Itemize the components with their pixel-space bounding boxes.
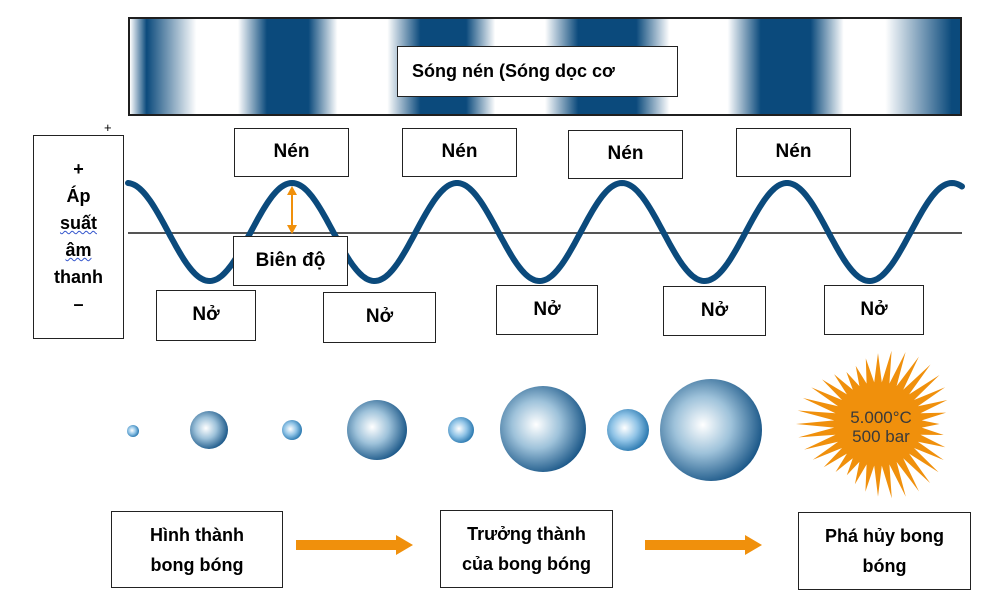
plus-mark: + (104, 120, 112, 135)
stage-arrow-1 (296, 535, 413, 555)
bubble-6 (500, 386, 586, 472)
bubble-8 (660, 379, 762, 481)
axis-plus-sign: + (73, 159, 84, 179)
rarefaction-label-1: Nở (156, 290, 256, 341)
amplitude-arrow (287, 186, 297, 234)
pressure-axis-label-box: + Áp suất âm thanh – (33, 135, 124, 339)
pressure-sine-wave (125, 179, 965, 285)
collapse-burst-shape (796, 350, 948, 499)
compression-label-1: Nén (234, 128, 349, 177)
stage-formation-box: Hình thành bong bóng (111, 511, 283, 588)
rarefaction-label-4: Nở (663, 286, 766, 336)
stage-growth-line1: Trưởng thành (467, 524, 586, 544)
burst-pressure: 500 bar (852, 427, 910, 446)
axis-label-line2: suất (59, 213, 97, 233)
burst-temperature: 5.000°C (850, 408, 912, 427)
compression-label-3: Nén (568, 130, 683, 179)
rarefaction-label-2: Nở (323, 292, 436, 343)
amplitude-label: Biên độ (255, 249, 326, 271)
axis-minus-sign: – (73, 294, 84, 314)
bubble-5 (448, 417, 474, 443)
bubble-7 (607, 409, 649, 451)
axis-label-line4: thanh (54, 267, 103, 287)
stage-collapse-box: Phá hủy bong bóng (798, 512, 971, 590)
compression-label-4: Nén (736, 128, 851, 177)
rarefaction-label-5: Nở (824, 285, 924, 335)
stage-growth-box: Trưởng thành của bong bóng (440, 510, 613, 588)
bubble-1 (127, 425, 139, 437)
bubble-4 (347, 400, 407, 460)
axis-label-line3: âm (65, 240, 92, 260)
band-title-box: Sóng nén (Sóng dọc cơ (397, 46, 678, 97)
stage-growth-line2: của bong bóng (462, 554, 591, 574)
stage-collapse-line1: Phá hủy bong (825, 526, 944, 546)
axis-label-line1: Áp (66, 186, 91, 206)
stage-formation-line1: Hình thành (150, 524, 244, 545)
stage-collapse-line2: bóng (862, 556, 907, 576)
collapse-burst-text: 5.000°C 500 bar (826, 408, 936, 446)
amplitude-label-box: Biên độ (233, 236, 348, 286)
bubble-2 (190, 411, 228, 449)
stage-formation-line2: bong bóng (150, 554, 244, 575)
stage-arrow-2 (645, 535, 762, 555)
rarefaction-label-3: Nở (496, 285, 598, 335)
compression-label-2: Nén (402, 128, 517, 177)
band-title: Sóng nén (Sóng dọc cơ (412, 61, 615, 82)
bubble-3 (282, 420, 302, 440)
